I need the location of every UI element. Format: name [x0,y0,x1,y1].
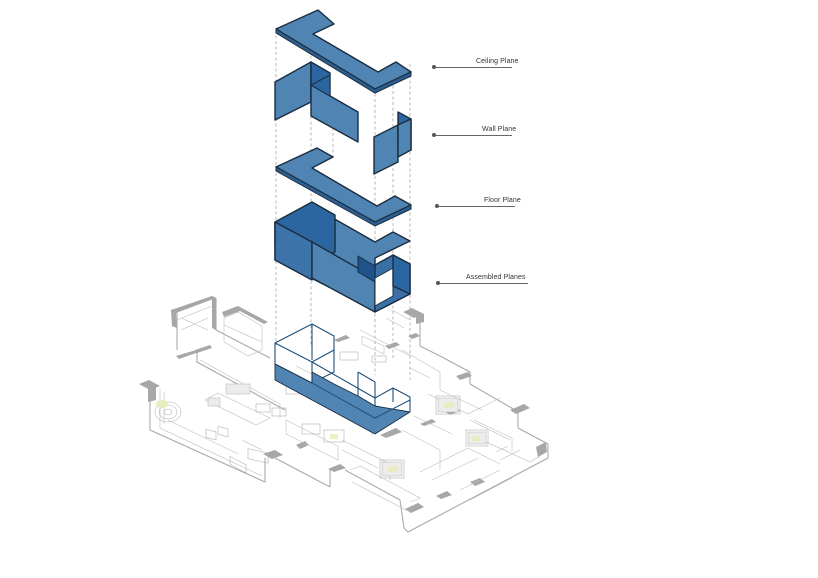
assembled-leader-dot [436,281,440,285]
assembled-leader-line [440,283,528,284]
ceiling-leader-dot [432,65,436,69]
assembled-planes [274,201,411,313]
assembled-planes-label: Assembled Planes [466,274,526,281]
wall-plane-label: Wall Plane [482,126,517,133]
ceiling-plane-label: Ceiling Plane [476,58,519,65]
floor-leader-dot [435,204,439,208]
ceiling-leader-line [436,67,512,68]
floor-plan [139,296,549,533]
wall-plane-right [373,111,412,175]
wall-leader-dot [432,133,436,137]
ceiling-plane [275,9,412,94]
floor-plane-label: Floor Plane [484,197,521,204]
wall-plane-left [274,61,359,143]
highlighted-floor [274,363,411,435]
wall-leader-line [436,135,512,136]
round-table [154,401,182,423]
floor-plane [275,147,412,227]
floor-leader-line [439,206,515,207]
